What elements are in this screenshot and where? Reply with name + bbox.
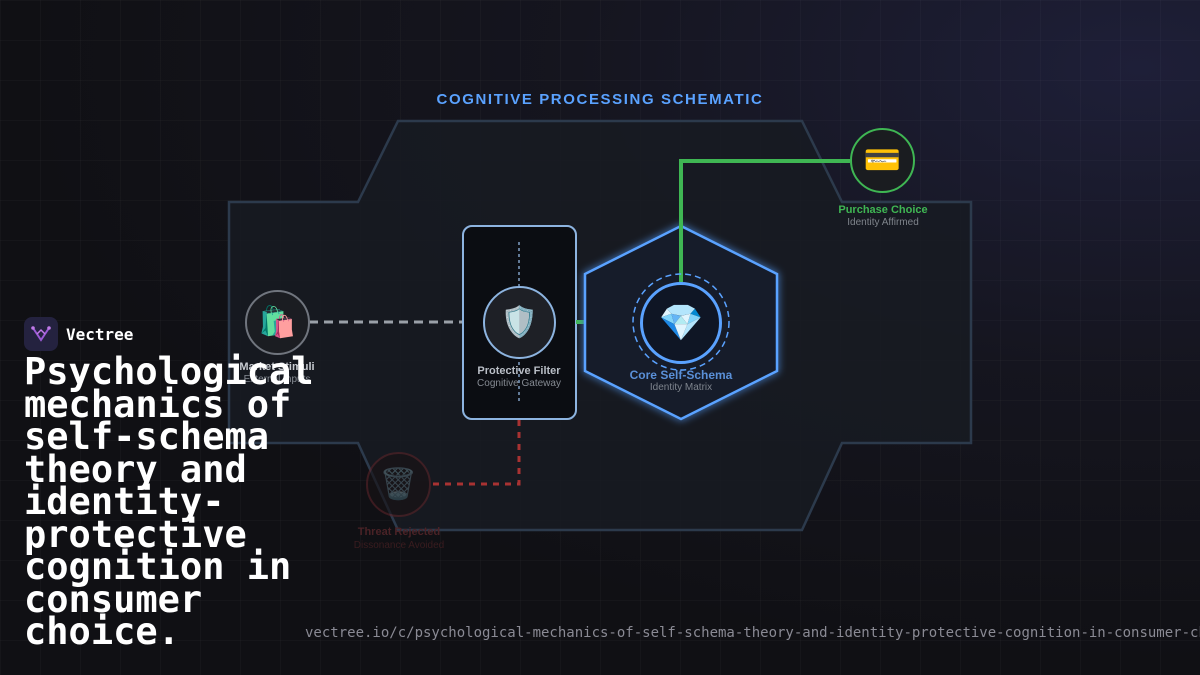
core-to-purchase-connector	[679, 159, 850, 282]
shield-icon: 🛡️	[500, 306, 539, 339]
vectree-logo-icon	[24, 317, 58, 351]
filter-to-threat-connector	[431, 420, 521, 486]
credit-card-icon: 💳	[863, 144, 902, 177]
purchase-choice-sublabel: Identity Affirmed	[847, 217, 919, 228]
shopping-bags-icon: 🛍️	[258, 306, 297, 339]
threat-rejected-node[interactable]: 🗑️	[366, 452, 431, 517]
diagram-title: COGNITIVE PROCESSING SCHEMATIC	[436, 91, 764, 108]
core-self-schema-node[interactable]: 💎	[640, 282, 722, 364]
threat-rejected-label: Threat Rejected	[357, 526, 441, 538]
gem-icon: 💎	[658, 302, 704, 343]
protective-filter-label: Protective Filter	[477, 365, 561, 377]
brand-name: Vectree	[66, 324, 134, 344]
protective-filter-node[interactable]: 🛡️	[483, 286, 556, 359]
threat-rejected-sublabel: Dissonance Avoided	[353, 540, 445, 551]
market-stimuli-node[interactable]: 🛍️	[245, 290, 310, 355]
page-url[interactable]: vectree.io/c/psychological-mechanics-of-…	[305, 625, 1200, 641]
core-self-schema-sublabel: Identity Matrix	[649, 382, 713, 393]
market-stimuli-label: Market Stimuli	[239, 361, 315, 373]
brand[interactable]: Vectree	[24, 317, 133, 351]
page-headline: Psychological mechanics of self-schema t…	[24, 350, 314, 653]
market-stimuli-sublabel: External Inputs	[243, 374, 311, 385]
core-orbit-ring	[632, 273, 730, 371]
core-self-schema-label: Core Self-Schema	[629, 368, 733, 382]
wastebasket-icon: 🗑️	[379, 468, 418, 501]
purchase-choice-node[interactable]: 💳	[850, 128, 915, 193]
purchase-choice-label: Purchase Choice	[838, 204, 928, 216]
protective-filter-sublabel: Cognitive Gateway	[477, 378, 561, 389]
